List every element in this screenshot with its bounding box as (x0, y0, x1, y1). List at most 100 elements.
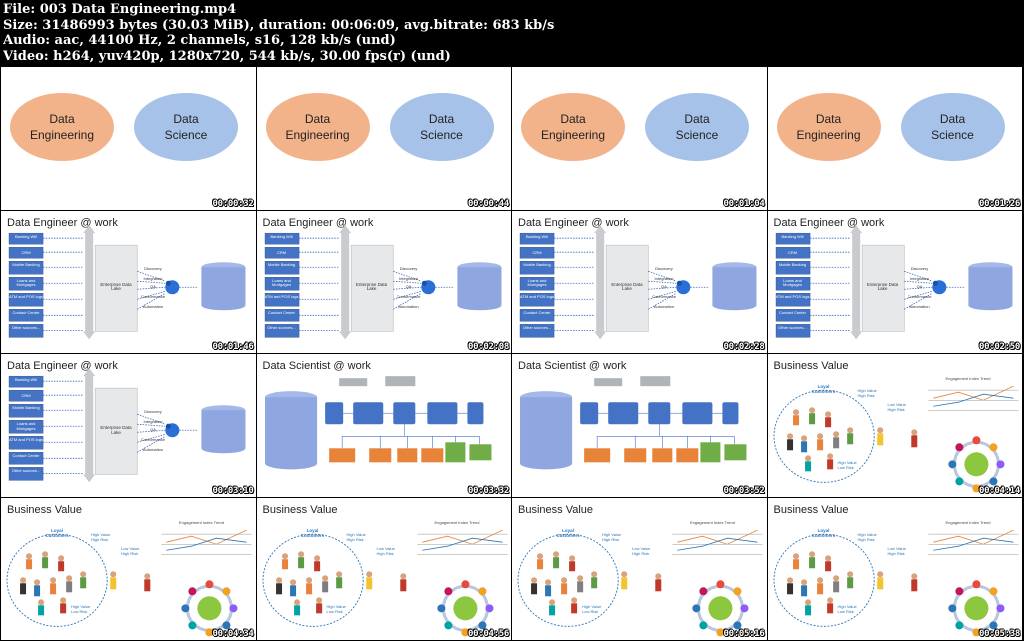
step-integration: Integration (143, 420, 163, 424)
timestamp: 00:01:04 (723, 198, 765, 209)
step-discovery: Discovery (399, 266, 418, 271)
loyal-customers-label: Loyal Customers (45, 527, 69, 538)
slide-title: Business Value (262, 503, 338, 516)
data-engineering-ellipse: Data Engineering (521, 93, 625, 161)
source-contact: Contact Center (523, 310, 551, 315)
step-automation: Automation (909, 304, 930, 309)
timestamp: 00:02:28 (723, 342, 765, 352)
data-science-label: Data Science (420, 112, 463, 142)
scientist-diagram (264, 376, 491, 470)
source-banking: Banking Will (14, 378, 37, 382)
engagement-trend-title: Engagement Index Trend (690, 519, 735, 525)
source-banking: Banking Will (781, 234, 804, 239)
high-value-low-risk-label: High Value Low Risk (71, 603, 91, 614)
timestamp: 00:02:50 (979, 342, 1020, 352)
thumbnail-scientist: Data Scientist @ work (512, 354, 767, 497)
source-contact: Contact Center (779, 310, 806, 315)
source-other: Other sources... (11, 325, 41, 330)
slide-title: Data Scientist @ work (262, 360, 371, 372)
high-value-high-risk-label: High Value High Risk (602, 531, 622, 542)
low-value-high-risk-label: Low Value High Risk (121, 545, 140, 556)
data-science-ellipse: Data Science (645, 93, 749, 161)
loyal-customers-label: Loyal Customers (556, 527, 580, 538)
data-lake-label: Enterprise Data Lake (100, 282, 132, 291)
step-qa: QA (150, 284, 156, 289)
thumbnail-compare: Data Engineering Data Science 00:00:44 (256, 67, 511, 210)
timestamp: 00:01:46 (212, 342, 254, 352)
engineer-diagram (8, 224, 246, 339)
source-crm: CRM (532, 250, 542, 255)
source-loans: Loans and Mortgages (272, 278, 291, 287)
step-conformance: Conformance (907, 294, 932, 299)
business-value-diagram (773, 385, 1018, 493)
audio-info-line: Audio: aac, 44100 Hz, 2 channels, s16, 1… (3, 33, 396, 49)
scientist-diagram (520, 376, 747, 470)
thumbnail-compare: Data Engineering Data Science 00:00:32 (1, 67, 256, 210)
step-discovery: Discovery (910, 266, 929, 271)
source-other: Other sources... (267, 325, 296, 330)
business-value-diagram (6, 529, 252, 636)
step-automation: Automation (142, 448, 164, 452)
data-engineering-label: Data Engineering (540, 112, 606, 142)
source-crm: CRM (276, 250, 287, 255)
engineer-diagram (8, 368, 246, 483)
data-engineering-ellipse: Data Engineering (10, 93, 114, 161)
source-mobile: Mobile Banking (778, 262, 807, 267)
low-value-high-risk-label: Low Value High Risk (376, 545, 395, 556)
step-automation: Automation (653, 304, 675, 309)
data-engineering-label: Data Engineering (796, 112, 861, 142)
thumbnail-business: Business Value (256, 497, 511, 640)
data-science-label: Data Science (164, 112, 208, 142)
slide-title: Data Engineer @ work (262, 216, 374, 229)
source-mobile: Mobile Banking (523, 262, 551, 267)
timestamp: 00:02:08 (468, 342, 509, 352)
high-value-low-risk-label: High Value Low Risk (837, 460, 857, 470)
business-value-diagram (517, 529, 763, 636)
thumbnail-engineer: Data Engineer @ work (767, 210, 1022, 353)
source-crm: CRM (21, 394, 31, 398)
data-engineering-ellipse: Data Engineering (265, 93, 370, 161)
slide-title: Data Engineer @ work (518, 216, 629, 229)
source-atm: ATM and POS logs (9, 438, 43, 442)
file-info-header: File: 003 Data Engineering.mp4 Size: 314… (3, 2, 1021, 66)
step-integration: Integration (399, 276, 418, 281)
timestamp: 00:00:32 (212, 198, 254, 209)
source-loans: Loans and Mortgages (783, 278, 802, 287)
timestamp: 00:03:32 (468, 485, 509, 496)
timestamp: 00:04:56 (468, 629, 509, 639)
thumbnail-business: Business Value (767, 497, 1022, 640)
slide-title: Business Value (518, 503, 594, 516)
step-conformance: Conformance (141, 294, 165, 299)
data-lake-label: Enterprise Data Lake (866, 282, 899, 291)
high-value-low-risk-label: High Value Low Risk (326, 603, 346, 614)
engineer-diagram (775, 224, 1012, 339)
file-name-line: File: 003 Data Engineering.mp4 (3, 2, 237, 17)
timestamp: 00:01:26 (979, 198, 1020, 209)
source-other: Other sources... (778, 325, 807, 330)
thumbnail-scientist: Data Scientist @ work (256, 354, 511, 497)
high-value-low-risk-label: High Value Low Risk (582, 603, 602, 614)
high-value-high-risk-label: High Value High Risk (857, 531, 877, 542)
file-size-line: Size: 31486993 bytes (30.03 MiB), durati… (3, 17, 555, 33)
step-discovery: Discovery (144, 266, 162, 271)
timestamp: 00:03:52 (723, 485, 765, 496)
engagement-trend-title: Engagement Index Trend (945, 519, 991, 525)
thumbnail-compare: Data Engineering Data Science 00:01:26 (767, 67, 1022, 210)
source-mobile: Mobile Banking (12, 262, 40, 267)
step-integration: Integration (910, 276, 929, 281)
source-atm: ATM and POS logs (9, 294, 43, 299)
step-discovery: Discovery (144, 410, 162, 414)
source-banking: Banking Will (525, 234, 548, 239)
source-banking: Banking Will (270, 234, 293, 239)
source-other: Other sources... (11, 469, 41, 473)
data-science-ellipse: Data Science (900, 93, 1005, 161)
step-qa: QA (405, 284, 412, 289)
low-value-high-risk-label: Low Value High Risk (632, 545, 651, 556)
low-value-high-risk-label: Low Value High Risk (887, 402, 906, 412)
step-automation: Automation (142, 304, 164, 309)
data-engineering-label: Data Engineering (285, 112, 350, 142)
high-value-high-risk-label: High Value High Risk (346, 531, 366, 542)
source-banking: Banking Will (14, 234, 37, 239)
high-value-low-risk-label: High Value Low Risk (837, 603, 857, 614)
source-mobile: Mobile Banking (12, 406, 40, 410)
